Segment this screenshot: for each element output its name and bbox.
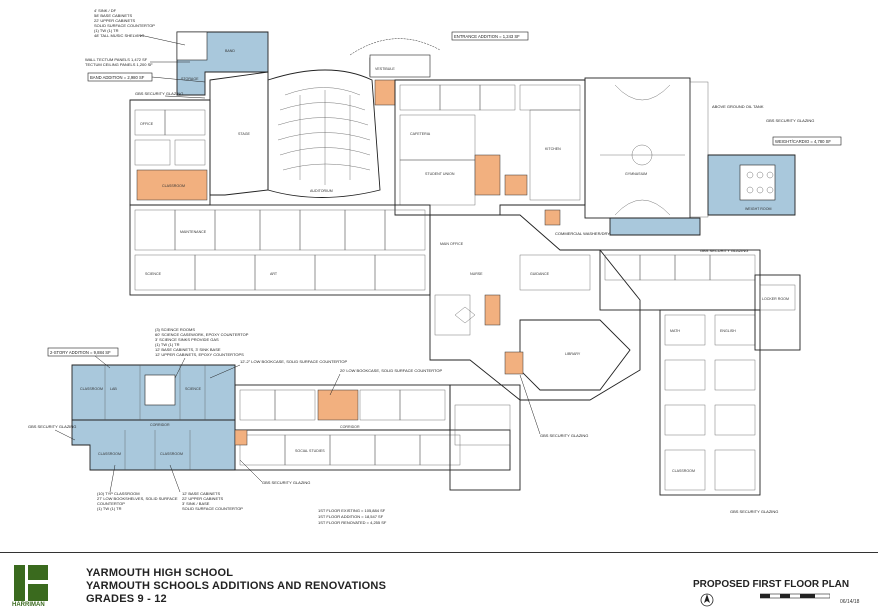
- room-locker: LOCKER ROOM: [762, 297, 789, 301]
- school-name: YARMOUTH HIGH SCHOOL: [86, 567, 234, 579]
- oil-tank-tag: ABOVE GROUND OIL TANK: [712, 104, 764, 109]
- band-addition-tag: BAND ADDITION = 2,980 SF: [90, 75, 145, 80]
- science-note-6: 12' UPPER CABINETS, EPOXY COUNTERTOPS: [155, 352, 244, 357]
- room-classroom-east: CLASSROOM: [672, 469, 695, 473]
- band-note-6: 48' TALL MUSIC SHELVING: [94, 33, 144, 38]
- mid-band: MAINTENANCE ART SCIENCE: [129, 204, 431, 296]
- room-kitchen: KITCHEN: [545, 147, 561, 151]
- room-cafeteria: CAFETERIA: [410, 132, 431, 136]
- sheet-date: 06/14/18: [840, 599, 860, 605]
- room-main-office: MAIN OFFICE: [440, 242, 464, 246]
- classroom-note-1: (10) TYP CLASSROOM: [97, 491, 140, 496]
- room-lab: LAB: [110, 387, 117, 391]
- logo-wordmark: HARRIMAN: [12, 602, 45, 608]
- total-renovated: 1ST FLOOR RENOVATED = 4,255 SF: [318, 520, 387, 525]
- area-totals: 1ST FLOOR EXISTING = 105,884 SF 1ST FLOO…: [318, 508, 387, 525]
- classroom-note-4: (1) TW (1) TR: [97, 506, 122, 511]
- band-notes: 4' SINK / DF 58' BASE CABINETS 22' UPPER…: [85, 8, 206, 99]
- science-note-1: (3) SCIENCE ROOMS: [155, 327, 195, 332]
- security-glazing-tag-5: GBS SECURITY GLAZING: [730, 509, 778, 514]
- room-stage: STAGE: [238, 132, 251, 136]
- room-science-mid: SCIENCE: [145, 272, 162, 276]
- room-classroom-reno-west: CLASSROOM: [162, 184, 185, 188]
- band-note-2: 58' BASE CABINETS: [94, 13, 132, 18]
- room-band: BAND: [225, 49, 235, 53]
- library-block: LIBRARY MAIN OFFICE GUIDANCE NURSE GBS S…: [429, 214, 641, 438]
- security-glazing-tag-4: GBS SECURITY GLAZING: [540, 433, 588, 438]
- auditorium-block: STAGE AUDITORIUM: [209, 69, 396, 198]
- total-addition: 1ST FLOOR ADDITION = 18,547 SF: [318, 514, 384, 519]
- weight-cardio-tag: WEIGHT/CARDIO = 4,780 SF: [775, 139, 831, 144]
- room-classroom-add-3: CLASSROOM: [160, 452, 183, 456]
- room-social-studies: SOCIAL STUDIES: [295, 449, 325, 453]
- story-addition-tag: 2-STORY ADDITION = 9,884 SF: [50, 350, 111, 355]
- harriman-logo-icon: [14, 565, 48, 601]
- project-name: YARMOUTH SCHOOLS ADDITIONS AND RENOVATIO…: [86, 580, 387, 592]
- room-office-west: OFFICE: [140, 122, 154, 126]
- room-guidance: GUIDANCE: [530, 272, 550, 276]
- room-storage-band: STORAGE: [181, 77, 199, 81]
- title-block: HARRIMAN YARMOUTH HIGH SCHOOL YARMOUTH S…: [0, 552, 878, 613]
- classroom-note-3: COUNTERTOP: [97, 501, 125, 506]
- band-note-5: (1) TW (1) TR: [94, 28, 119, 33]
- room-classroom-add-1: CLASSROOM: [80, 387, 103, 391]
- security-glazing-tag-1: GBS SECURITY GLAZING: [135, 91, 183, 96]
- commercial-washer-tag: COMMERCIAL WASHER/DRYER: [555, 231, 616, 236]
- base-cab-note-1: 12' BASE CABINETS: [182, 491, 220, 496]
- room-weight-room: WEIGHT ROOM: [745, 207, 772, 211]
- weight-cardio-addition: WEIGHT ROOM WEIGHT/CARDIO = 4,780 SF GBS…: [609, 118, 842, 253]
- classroom-note-2: 27' LOW BOOKSHELVES, SOLID SURFACE: [97, 496, 178, 501]
- room-maintenance: MAINTENANCE: [180, 230, 207, 234]
- room-vestibule: VESTIBULE: [375, 67, 395, 71]
- central-block: STUDENT UNION KITCHEN CAFETERIA COMMERCI…: [394, 79, 616, 236]
- room-library: LIBRARY: [565, 352, 581, 356]
- east-wing: MATH ENGLISH CLASSROOM LOCKER ROOM GBS S…: [599, 249, 801, 514]
- science-note-3: 3' SCIENCE SINKS PROVIDE GAS: [155, 337, 219, 342]
- security-glazing-tag-6: GBS SECURITY GLAZING: [28, 424, 76, 429]
- band-note-3: 22' UPPER CABINETS: [94, 18, 136, 23]
- base-cab-note-2: 22' UPPER CABINETS: [182, 496, 224, 501]
- floor-plan-drawing: BAND STORAGE 4' SINK / DF 58' BASE CABIN…: [28, 8, 842, 525]
- room-classroom-add-2: CLASSROOM: [98, 452, 121, 456]
- north-arrow-icon: [700, 593, 714, 607]
- room-science-add: SCIENCE: [185, 387, 202, 391]
- wall-tectum-note: WALL TECTUM PANELS 1,472 SF: [85, 57, 148, 62]
- entrance-addition: ENTRANCE ADDITION = 1,243 SF VESTIBULE: [349, 31, 529, 78]
- room-art: ART: [270, 272, 278, 276]
- band-addition: BAND STORAGE: [176, 31, 269, 96]
- bookcase-note-2: 20' LOW BOOKCASE, SOLID SURFACE COUNTERT…: [340, 368, 443, 373]
- room-nurse: NURSE: [470, 272, 483, 276]
- band-note-4: SOLID SURFACE COUNTERTOP: [94, 23, 155, 28]
- science-note-2: 60' SCIENCE CASEWORK, EPOXY COUNTERTOP: [155, 332, 249, 337]
- band-note-1: 4' SINK / DF: [94, 8, 117, 13]
- scale-bar: [760, 593, 830, 599]
- room-auditorium: AUDITORIUM: [310, 189, 333, 193]
- grades-label: GRADES 9 - 12: [86, 593, 167, 605]
- security-glazing-tag-7: GBS SECURITY GLAZING: [262, 480, 310, 485]
- room-gymnasium: GYMNASIUM: [625, 172, 647, 176]
- ceiling-tectum-note: TECTUM CEILING PANELS 1,200 SF: [85, 62, 153, 67]
- science-note-5: 12' BASE CABINETS, 3' SINK BASE: [155, 347, 221, 352]
- science-note-4: (1) TW (1) TR: [155, 342, 180, 347]
- room-english: ENGLISH: [720, 329, 736, 333]
- room-corridor: CORRIDOR: [340, 425, 360, 429]
- security-glazing-tag-2: GBS SECURITY GLAZING: [766, 118, 814, 123]
- security-glazing-tag-3: GBS SECURITY GLAZING: [700, 248, 748, 253]
- west-wing: CLASSROOM OFFICE: [129, 99, 211, 206]
- base-cab-note-4: SOLID SURFACE COUNTERTOP: [182, 506, 243, 511]
- entrance-addition-tag: ENTRANCE ADDITION = 1,243 SF: [454, 34, 520, 39]
- room-corridor-add: CORRIDOR: [150, 423, 170, 427]
- room-student-union: STUDENT UNION: [425, 172, 455, 176]
- bookcase-note-1: 12'-2" LOW BOOKCASE, SOLID SURFACE COUNT…: [240, 359, 348, 364]
- sheet-title: PROPOSED FIRST FLOOR PLAN: [693, 579, 850, 590]
- two-story-addition: CLASSROOM LAB SCIENCE CLASSROOM CLASSROO…: [28, 327, 348, 511]
- south-corridor: SOCIAL STUDIES CORRIDOR 20' LOW BOOKCASE…: [234, 368, 521, 491]
- base-cab-note-3: 3' SINK / BASE: [182, 501, 210, 506]
- room-math: MATH: [670, 329, 680, 333]
- total-existing: 1ST FLOOR EXISTING = 105,884 SF: [318, 508, 386, 513]
